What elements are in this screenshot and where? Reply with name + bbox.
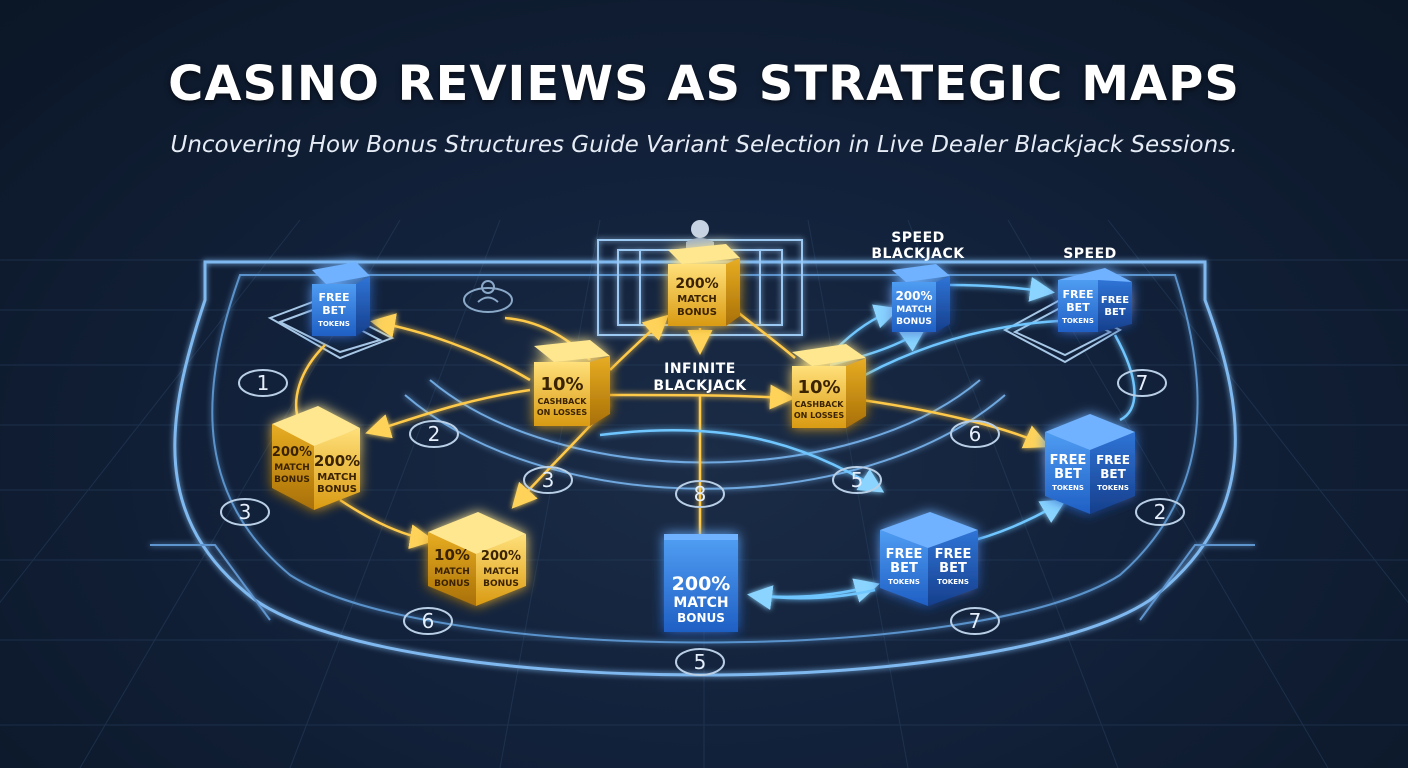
box-free-bet-bottom-right-face-a-line1: FREE [886,547,923,562]
box-free-bet-right-face-b-line2: BET [1100,467,1126,481]
marker-8-number: 8 [694,482,707,506]
box-match-speed-line2: MATCH [896,305,932,315]
box-free-bet-top-left-line3: TOKENS [318,320,350,328]
box-free-bet-right-face-b-line1: FREE [1096,453,1130,467]
box-cashback-right-line1: 10% [797,377,840,398]
box-match-left-face-a-line1: 200% [272,445,312,460]
label-speed-blackjack-line2: BLACKJACK [871,246,965,262]
marker-2-number: 2 [428,422,441,446]
box-cashback-bottom-left: 10% MATCH BONUS 200% MATCH BONUS [428,512,526,606]
box-match-left: 200% MATCH BONUS 200% MATCH BONUS [272,406,360,510]
box-match-speed: 200% MATCH BONUS [892,264,950,332]
box-match-bottom-line1: 200% [672,573,731,595]
box-cashback-bottom-left-face-a-line1: 10% [434,546,470,564]
box-match-speed-line3: BONUS [896,317,932,327]
box-free-bet-top-left: FREE BET TOKENS [312,262,370,336]
box-free-bet-top-right-line2: BET [1066,301,1090,314]
box-free-bet-bottom-right-face-b-line1: FREE [935,547,972,562]
box-match-left-face-b-line3: BONUS [317,484,357,495]
marker-5-outer-number: 5 [694,650,707,674]
seat-tray-left [267,298,395,360]
box-free-bet-right-face-a-line2: BET [1054,467,1082,482]
box-free-bet-top-right-line3: TOKENS [1062,317,1094,325]
position-marker-numbers: 1 2 3 3 8 5 6 7 2 6 7 5 [239,371,1167,674]
marker-2-right [1135,498,1185,526]
marker-8 [675,480,725,508]
box-cashback-bottom-left-face-b-line2: MATCH [483,567,519,577]
box-free-bet-bottom-right-face-b-line2: BET [939,561,967,576]
box-match-left-face-b-line2: MATCH [317,472,356,483]
box-cashback-right-line2: CASHBACK [795,400,845,409]
page-subtitle: Uncovering How Bonus Structures Guide Va… [170,132,1238,158]
box-free-bet-top-left-line1: FREE [318,291,349,304]
box-match-bottom: 200% MATCH BONUS [664,534,738,632]
box-match-top-line3: BONUS [677,307,717,318]
marker-1 [238,369,288,397]
box-cashback-right-line3: ON LOSSES [794,411,845,420]
position-markers [220,369,1185,676]
box-cashback-bottom-left-face-a-line2: MATCH [434,567,470,577]
player-icon [463,280,513,313]
marker-3-inner-number: 3 [542,468,555,492]
marker-1-number: 1 [257,371,270,395]
marker-7-outer-number: 7 [969,609,982,633]
box-match-left-face-a-line3: BONUS [274,475,310,485]
marker-6-outer-number: 6 [422,609,435,633]
box-cashback-bottom-left-face-b-line1: 200% [481,549,521,564]
box-free-bet-bottom-right-face-a-line2: BET [890,561,918,576]
box-free-bet-top-right-side-line2: BET [1104,307,1125,318]
box-cashback-bottom-left-face-a-line3: BONUS [434,579,470,589]
box-free-bet-right-face-a-line3: TOKENS [1052,484,1084,492]
box-free-bet-right-face-a-line1: FREE [1050,453,1087,468]
box-free-bet-bottom-right-face-a-line3: TOKENS [888,578,920,586]
marker-5-outer [675,648,725,676]
variant-labels: SPEED BLACKJACK SPEED INFINITE BLACKJACK [653,230,1116,394]
marker-7-inner [1117,369,1167,397]
seat-tray-right [1002,298,1123,364]
marker-3-outer-number: 3 [239,500,252,524]
marker-3-inner [523,466,573,494]
box-free-bet-top-right-side-line1: FREE [1101,295,1129,306]
label-infinite-line2: BLACKJACK [653,378,747,394]
marker-5-inner [832,466,882,494]
box-free-bet-right: FREE BET TOKENS FREE BET TOKENS [1045,414,1135,514]
marker-7-outer [950,607,1000,635]
box-match-bottom-line3: BONUS [677,611,725,625]
page-title: CASINO REVIEWS AS STRATEGIC MAPS [168,56,1240,112]
marker-7-inner-number: 7 [1136,371,1149,395]
box-free-bet-top-right: FREE BET TOKENS FREE BET [1058,268,1132,332]
box-match-top: 200% MATCH BONUS [668,244,740,326]
box-match-top-line2: MATCH [677,294,716,305]
marker-2-right-number: 2 [1154,500,1167,524]
box-free-bet-top-left-line2: BET [322,304,346,317]
box-free-bet-bottom-right: FREE BET TOKENS FREE BET TOKENS [880,512,978,606]
box-match-speed-line1: 200% [895,289,932,303]
marker-6-inner [950,420,1000,448]
box-free-bet-right-face-b-line3: TOKENS [1097,484,1129,492]
label-speed: SPEED [1063,246,1117,262]
box-cashback-left-line2: CASHBACK [538,397,588,406]
marker-6-inner-number: 6 [969,422,982,446]
marker-5-inner-number: 5 [851,468,864,492]
marker-2 [409,420,459,448]
box-cashback-left-line3: ON LOSSES [537,408,588,417]
table-outline [150,260,1255,677]
box-cashback-left: 10% CASHBACK ON LOSSES [534,340,610,426]
label-speed-blackjack-line1: SPEED [891,230,945,246]
marker-6-outer [403,607,453,635]
box-match-left-face-b-line1: 200% [314,452,360,470]
marker-3-outer [220,498,270,526]
box-match-left-face-a-line2: MATCH [274,463,310,473]
box-match-top-line1: 200% [675,276,718,292]
box-match-bottom-line2: MATCH [673,595,728,611]
box-cashback-left-line1: 10% [540,374,583,395]
label-infinite-line1: INFINITE [664,361,736,377]
box-free-bet-top-right-line1: FREE [1062,288,1093,301]
box-cashback-right: 10% CASHBACK ON LOSSES [792,344,866,428]
box-cashback-bottom-left-face-b-line3: BONUS [483,579,519,589]
box-free-bet-bottom-right-face-b-line3: TOKENS [937,578,969,586]
